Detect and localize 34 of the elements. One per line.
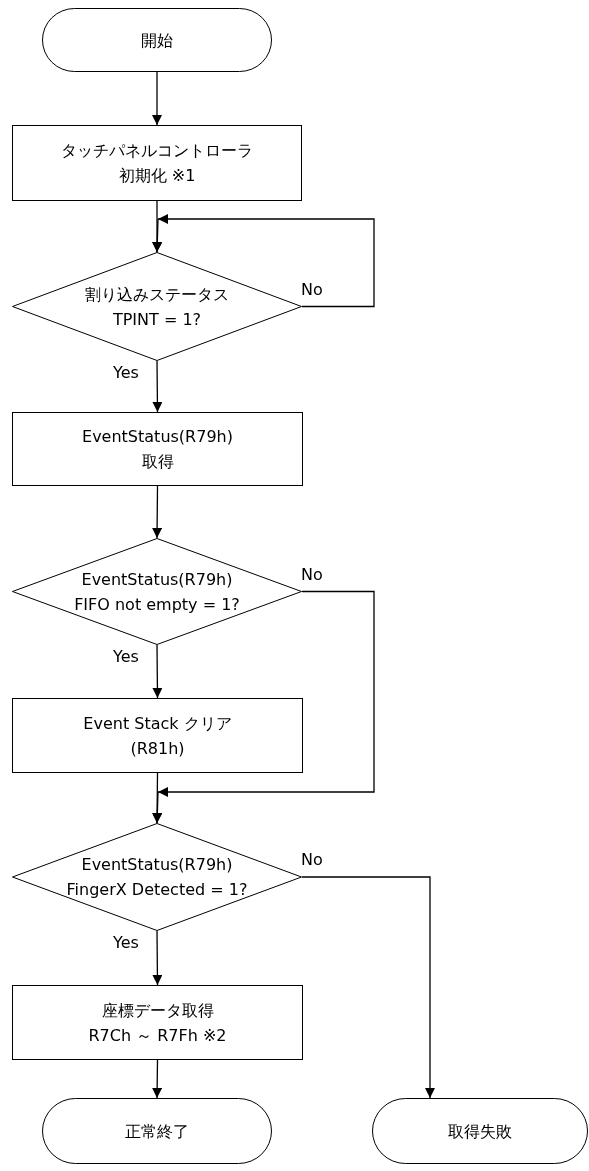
node-text: EventStatus(R79h): [81, 568, 233, 591]
arrow: [152, 930, 163, 986]
node-text: (R81h): [130, 737, 185, 760]
arrow: [152, 360, 163, 413]
process-box: [12, 412, 303, 486]
node-text: FingerX Detected = 1?: [66, 879, 248, 901]
node-text: 座標データ取得: [101, 999, 214, 1022]
decision-diamond: [12, 823, 302, 931]
arrow: [152, 1059, 163, 1099]
node-text: EventStatus(R79h): [82, 426, 233, 448]
process-box: [12, 985, 303, 1060]
decision-diamond: [12, 538, 302, 645]
node-text: EventStatus(R79h): [81, 854, 233, 876]
decision-diamond: [12, 252, 302, 361]
node-text: 取得失敗: [448, 1120, 512, 1143]
arrow: [152, 772, 163, 824]
node-text: 初期化 ※1: [118, 165, 196, 187]
node-text: R7Ch ～ R7Fh ※2: [88, 1024, 227, 1047]
process-box: [12, 125, 302, 201]
node-text: 割り込みステータス: [85, 283, 229, 306]
node-text: TPINT = 1?: [112, 308, 202, 331]
arrow: [301, 876, 435, 1099]
arrow: [152, 485, 163, 539]
node-text: FIFO not empty = 1?: [74, 593, 240, 616]
node-text: Event Stack クリア: [83, 712, 232, 735]
node-text: 開始: [141, 29, 173, 52]
arrow: [152, 214, 375, 308]
arrow: [152, 71, 162, 126]
node-text: 取得: [141, 451, 174, 473]
node-text: タッチパネルコントローラ: [61, 140, 253, 162]
process-box: [12, 698, 303, 773]
terminal-shape: [372, 1098, 588, 1164]
arrow: [152, 644, 163, 699]
node-text: 正常終了: [125, 1120, 189, 1143]
